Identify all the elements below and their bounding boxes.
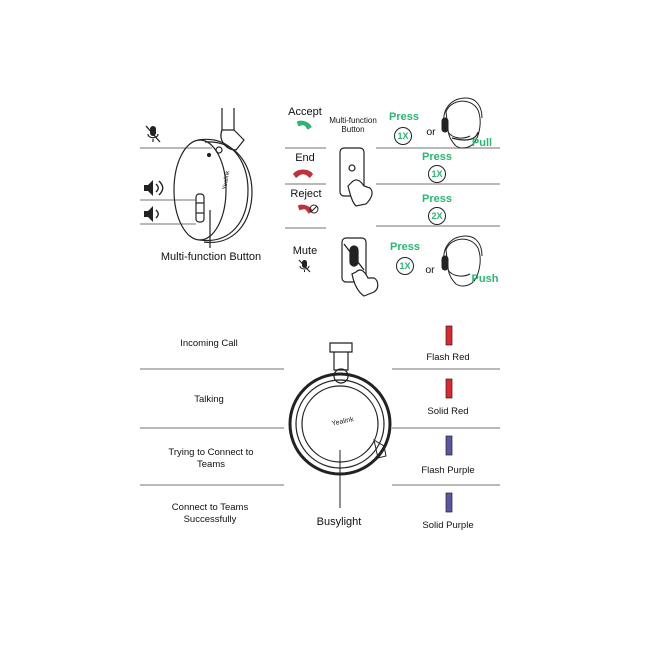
headset-brand-mark: Yealink xyxy=(222,169,231,190)
press-1x-circle-mute xyxy=(396,257,414,275)
solid-red-bar xyxy=(445,378,453,399)
volume-up-icon xyxy=(144,180,164,196)
push-label: Push xyxy=(471,273,499,285)
action-accept-label: Accept xyxy=(288,106,322,118)
state-connected-line1: Connect to Teams xyxy=(171,502,249,513)
headset-side-view xyxy=(173,108,253,248)
reject-no-sign-icon xyxy=(309,204,319,214)
x1-label-end: 1X xyxy=(431,169,443,179)
mute-mic-icon xyxy=(145,125,161,143)
volume-down-icon xyxy=(144,206,159,222)
end-phone-icon xyxy=(293,169,313,178)
mfb-label-line1: Multi-function xyxy=(329,116,377,125)
press-1x-circle-end xyxy=(428,165,446,183)
state-connected-line2: Successfully xyxy=(183,514,237,525)
action-reject-label: Reject xyxy=(290,188,322,200)
state-incoming-call: Incoming Call xyxy=(180,338,238,349)
press-label-end: Press xyxy=(422,151,452,163)
busylight-label: Busylight xyxy=(316,516,362,528)
state-trying-connect: Trying to Connect to Teams xyxy=(168,447,253,471)
mfb-caption: Multi-function Button xyxy=(160,251,262,263)
state-trying-connect-line2: Teams xyxy=(197,459,225,470)
press-label-reject: Press xyxy=(422,193,452,205)
state-solid-purple: Solid Purple xyxy=(422,520,474,531)
accept-phone-icon xyxy=(296,120,312,130)
x1-label-mute: 1X xyxy=(399,261,411,271)
mfb-label-top: Multi-function Button xyxy=(329,116,377,134)
mfb-label-line2: Button xyxy=(341,125,365,134)
state-solid-red: Solid Red xyxy=(427,406,469,417)
action-table-lines xyxy=(285,147,500,229)
x2-label-reject: 2X xyxy=(431,211,443,221)
action-end-label: End xyxy=(295,152,315,164)
state-connected: Connect to Teams Successfully xyxy=(172,502,248,526)
states-right-lines xyxy=(392,368,500,486)
state-flash-purple: Flash Purple xyxy=(421,465,475,476)
press-label-mute: Press xyxy=(390,241,420,253)
mfb-mute-illustration xyxy=(341,237,379,297)
flash-red-bar xyxy=(445,325,453,346)
action-mute-label: Mute xyxy=(292,245,318,257)
or-label-mute: or xyxy=(425,264,435,276)
or-label-accept: or xyxy=(426,126,436,138)
press-2x-circle-reject xyxy=(428,207,446,225)
pull-label: Pull xyxy=(471,137,493,149)
head-pull-illustration xyxy=(441,97,483,149)
state-talking: Talking xyxy=(194,394,224,405)
state-flash-red: Flash Red xyxy=(426,352,470,363)
reject-phone-icon xyxy=(297,204,313,214)
busylight-headset-front xyxy=(288,342,392,508)
busylight-brand-mark: Yealink xyxy=(331,416,355,428)
mfb-press-illustration xyxy=(339,147,373,207)
mute-small-icon xyxy=(298,259,311,273)
press-1x-circle-accept xyxy=(394,127,412,145)
press-label-accept: Press xyxy=(389,111,419,123)
states-left-lines xyxy=(140,368,284,486)
state-trying-connect-line1: Trying to Connect to xyxy=(168,447,254,458)
x1-label-accept: 1X xyxy=(397,131,409,141)
solid-purple-bar xyxy=(445,492,453,513)
head-push-illustration xyxy=(441,235,483,287)
flash-purple-bar xyxy=(445,435,453,456)
